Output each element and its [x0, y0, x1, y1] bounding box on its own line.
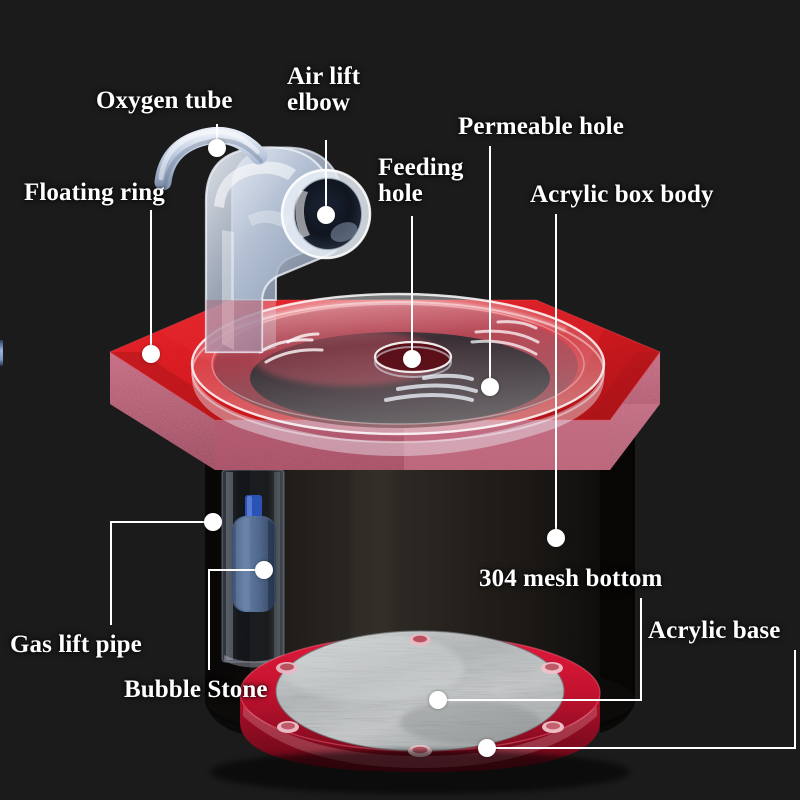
leader-oxygen-tube	[216, 124, 218, 144]
leader-gas-lift-pipe-v	[110, 521, 112, 625]
permeable-hole-art-lower	[384, 373, 478, 402]
leader-acrylic-box-body	[555, 214, 557, 534]
acrylic-lid-art	[190, 292, 606, 456]
dot-permeable-hole	[481, 378, 499, 396]
label-oxygen-tube: Oxygen tube	[96, 87, 233, 114]
label-air-lift-elbow: Air lift elbow	[287, 63, 361, 116]
leader-bubble-stone-h	[208, 569, 266, 571]
leader-floating-ring	[150, 210, 152, 348]
leader-mesh-bottom-h	[438, 699, 642, 701]
leader-acrylic-base-h	[487, 747, 796, 749]
dot-bubble-stone	[255, 561, 273, 579]
label-floating-ring: Floating ring	[24, 179, 165, 206]
bubble-stone-art	[232, 495, 276, 612]
edge-artifact	[0, 340, 3, 366]
dot-acrylic-box-body	[547, 529, 565, 547]
dot-feeding-hole	[403, 350, 421, 368]
permeable-hole-art-left	[258, 332, 324, 364]
dot-floating-ring	[142, 345, 160, 363]
label-permeable-hole: Permeable hole	[458, 113, 624, 140]
leader-acrylic-base-v	[794, 650, 796, 749]
permeable-hole-art-right	[470, 320, 540, 356]
label-feeding-hole: Feeding hole	[378, 154, 464, 207]
leader-gas-lift-pipe-h	[110, 521, 215, 523]
label-acrylic-box-body: Acrylic box body	[530, 181, 714, 208]
leader-air-lift-elbow	[325, 140, 327, 210]
leader-mesh-bottom-v	[640, 598, 642, 701]
dot-acrylic-base	[478, 739, 496, 757]
dot-mesh-bottom	[429, 691, 447, 709]
leader-feeding-hole	[411, 216, 413, 354]
oxygen-tube-art	[154, 126, 268, 191]
leader-permeable-hole	[489, 146, 491, 384]
leader-bubble-stone-v	[208, 569, 210, 670]
label-gas-lift-pipe: Gas lift pipe	[10, 631, 142, 658]
dot-gas-lift-pipe	[204, 513, 222, 531]
label-mesh-bottom-304: 304 mesh bottom	[479, 565, 663, 592]
dot-oxygen-tube	[208, 139, 226, 157]
dot-air-lift-elbow	[317, 206, 335, 224]
label-bubble-stone: Bubble Stone	[124, 676, 268, 703]
label-acrylic-base: Acrylic base	[648, 617, 781, 644]
